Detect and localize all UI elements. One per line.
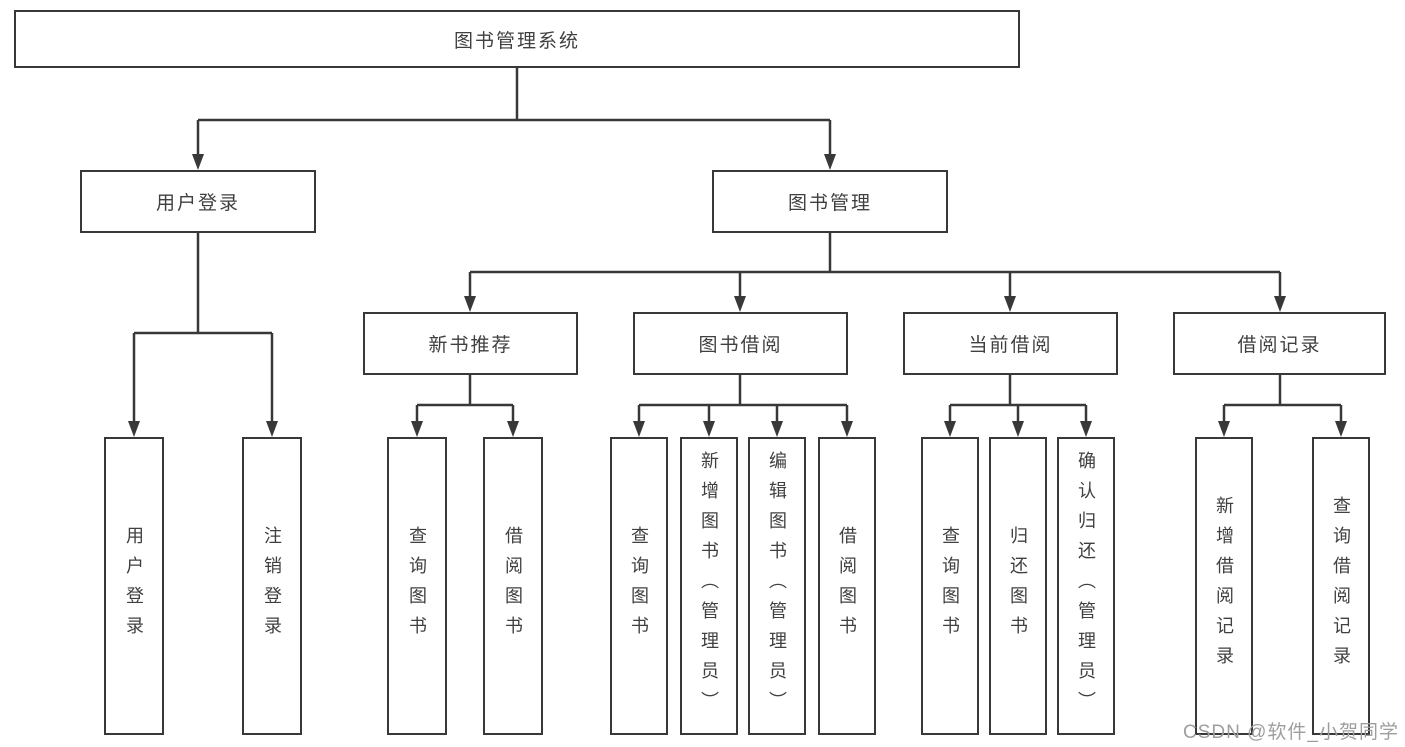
node-current-borrow: 当前借阅 <box>903 312 1118 375</box>
leaf-user-login-label: 用户登录 <box>124 526 144 646</box>
node-user-login-label: 用户登录 <box>155 193 240 214</box>
node-borrow-records-label: 借阅记录 <box>1237 335 1322 356</box>
node-book-management: 图书管理 <box>712 170 948 233</box>
node-new-book-recommend-label: 新书推荐 <box>428 335 513 356</box>
leaf-borrow-book-2: 借阅图书 <box>818 437 876 735</box>
leaf-borrow-book-1-label: 借阅图书 <box>503 526 523 646</box>
leaf-logout: 注销登录 <box>242 437 302 735</box>
arrowheads <box>128 154 1347 437</box>
leaf-edit-book: 编辑图书（管理员） <box>748 437 806 735</box>
leaf-edit-book-label: 编辑图书（管理员） <box>767 451 787 721</box>
node-new-book-recommend: 新书推荐 <box>363 312 578 375</box>
node-user-login: 用户登录 <box>80 170 316 233</box>
leaf-query-book-2-label: 查询图书 <box>629 526 649 646</box>
node-current-borrow-label: 当前借阅 <box>968 335 1053 356</box>
node-root: 图书管理系统 <box>14 10 1020 68</box>
leaf-query-borrow-record: 查询借阅记录 <box>1312 437 1370 735</box>
leaf-query-book-3-label: 查询图书 <box>940 526 960 646</box>
leaf-add-book-label: 新增图书（管理员） <box>699 451 719 721</box>
leaf-query-book-1-label: 查询图书 <box>407 526 427 646</box>
leaf-borrow-book-2-label: 借阅图书 <box>837 526 857 646</box>
node-book-borrow: 图书借阅 <box>633 312 848 375</box>
connector-paths <box>132 68 1343 424</box>
leaf-query-book-1: 查询图书 <box>387 437 447 735</box>
leaf-return-book-label: 归还图书 <box>1008 526 1028 646</box>
leaf-borrow-book-1: 借阅图书 <box>483 437 543 735</box>
leaf-query-borrow-record-label: 查询借阅记录 <box>1331 496 1351 676</box>
leaf-add-book: 新增图书（管理员） <box>680 437 738 735</box>
node-root-label: 图书管理系统 <box>453 30 580 52</box>
csdn-watermark: CSDN @软件_小贺同学 <box>1183 722 1399 743</box>
node-book-borrow-label: 图书借阅 <box>698 335 783 356</box>
leaf-confirm-return: 确认归还（管理员） <box>1057 437 1115 735</box>
leaf-add-borrow-record-label: 新增借阅记录 <box>1214 496 1234 676</box>
leaf-confirm-return-label: 确认归还（管理员） <box>1076 451 1096 721</box>
leaf-user-login: 用户登录 <box>104 437 164 735</box>
node-borrow-records: 借阅记录 <box>1173 312 1386 375</box>
leaf-return-book: 归还图书 <box>989 437 1047 735</box>
node-book-management-label: 图书管理 <box>787 193 872 214</box>
leaf-query-book-3: 查询图书 <box>921 437 979 735</box>
leaf-logout-label: 注销登录 <box>262 526 282 646</box>
leaf-query-book-2: 查询图书 <box>610 437 668 735</box>
leaf-add-borrow-record: 新增借阅记录 <box>1195 437 1253 735</box>
